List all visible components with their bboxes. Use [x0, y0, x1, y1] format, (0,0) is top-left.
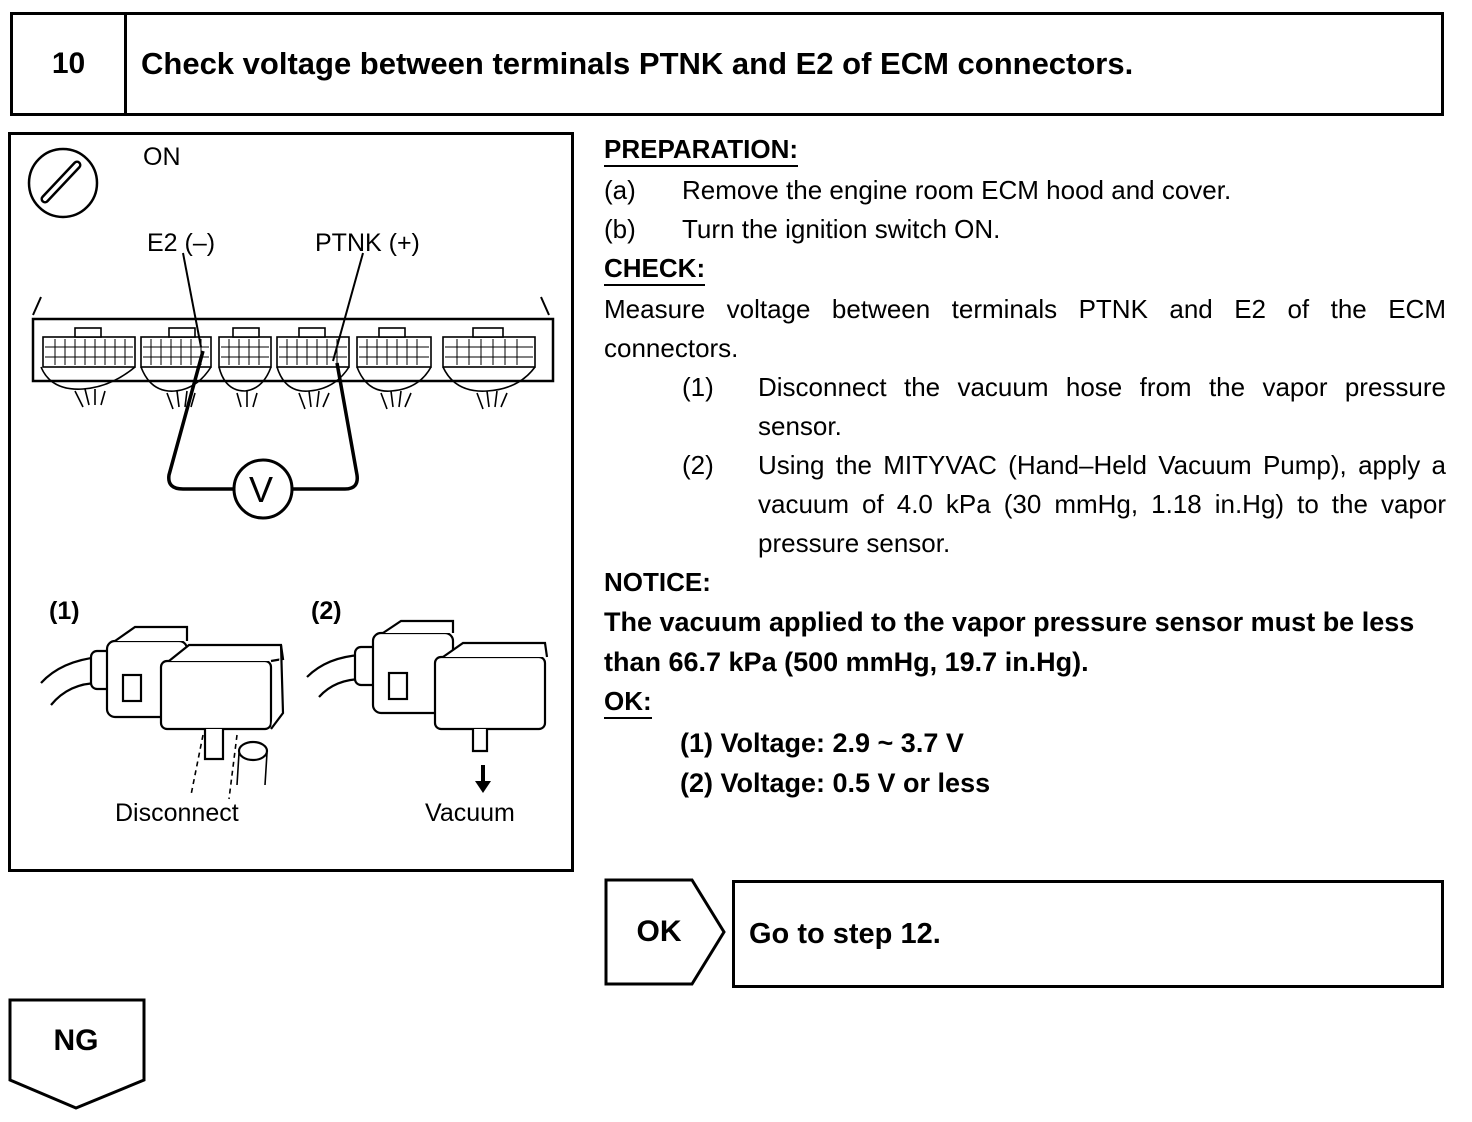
substep-label: (2)	[682, 450, 714, 480]
ok-result-label: OK	[636, 915, 682, 948]
ok-spec-item: (2) Voltage: 0.5 V or less	[680, 768, 991, 798]
notice-heading: NOTICE:	[604, 567, 711, 597]
check-substep: (1) Disconnect the vacuum hose from the …	[604, 368, 1446, 446]
preparation-item: (a) Remove the engine room ECM hood and …	[604, 171, 1446, 210]
e2-terminal-label: E2 (–)	[147, 229, 216, 257]
vacuum-label: Vacuum	[425, 799, 515, 827]
item-label: (a)	[604, 175, 636, 205]
notice-text: The vacuum applied to the vapor pressure…	[604, 607, 1415, 677]
ignition-key-icon	[27, 147, 99, 219]
preparation-heading: PREPARATION:	[604, 133, 799, 167]
down-arrow-icon	[475, 765, 491, 793]
step-1-label: (1)	[49, 597, 80, 625]
check-heading: CHECK:	[604, 252, 706, 286]
ptnk-terminal-label: PTNK (+)	[315, 229, 420, 257]
ok-result-action: Go to step 12.	[732, 880, 1444, 988]
preparation-item: (b) Turn the ignition switch ON.	[604, 210, 1446, 249]
voltmeter-symbol: V	[249, 469, 274, 510]
instructions: PREPARATION: (a) Remove the engine room …	[604, 130, 1446, 803]
step-number: 10	[13, 15, 127, 113]
wiring-illustration: ON E2 (–) PTNK (+) V (1) (2) Disconnect …	[8, 132, 574, 872]
step-2-label: (2)	[311, 597, 342, 625]
ng-result-label: NG	[53, 1024, 99, 1057]
check-text: Measure voltage between terminals PTNK a…	[604, 294, 1446, 363]
voltmeter-icon	[167, 252, 364, 520]
substep-text: Using the MITYVAC (Hand–Held Vacuum Pump…	[758, 450, 1446, 558]
substep-text: Disconnect the vacuum hose from the vapo…	[758, 372, 1446, 441]
item-label: (b)	[604, 214, 636, 244]
check-substep: (2) Using the MITYVAC (Hand–Held Vacuum …	[604, 446, 1446, 563]
step-header: 10 Check voltage between terminals PTNK …	[10, 12, 1444, 116]
substep-label: (1)	[682, 372, 714, 402]
item-text: Turn the ignition switch ON.	[682, 214, 1001, 244]
illustration-drawing	[27, 147, 555, 800]
ok-arrow-shape	[604, 878, 726, 986]
ok-spec-item: (1) Voltage: 2.9 ~ 3.7 V	[680, 728, 964, 758]
item-text: Remove the engine room ECM hood and cove…	[682, 175, 1232, 205]
ecm-connector-icon	[31, 296, 555, 410]
step-title: Check voltage between terminals PTNK and…	[141, 46, 1134, 81]
vapor-pressure-sensor-icon	[40, 625, 285, 800]
ignition-on-label: ON	[143, 143, 181, 171]
vapor-pressure-sensor-icon	[306, 619, 549, 753]
disconnect-label: Disconnect	[115, 799, 239, 827]
ok-spec-heading: OK:	[604, 685, 652, 719]
ng-arrow-shape	[8, 998, 146, 1110]
